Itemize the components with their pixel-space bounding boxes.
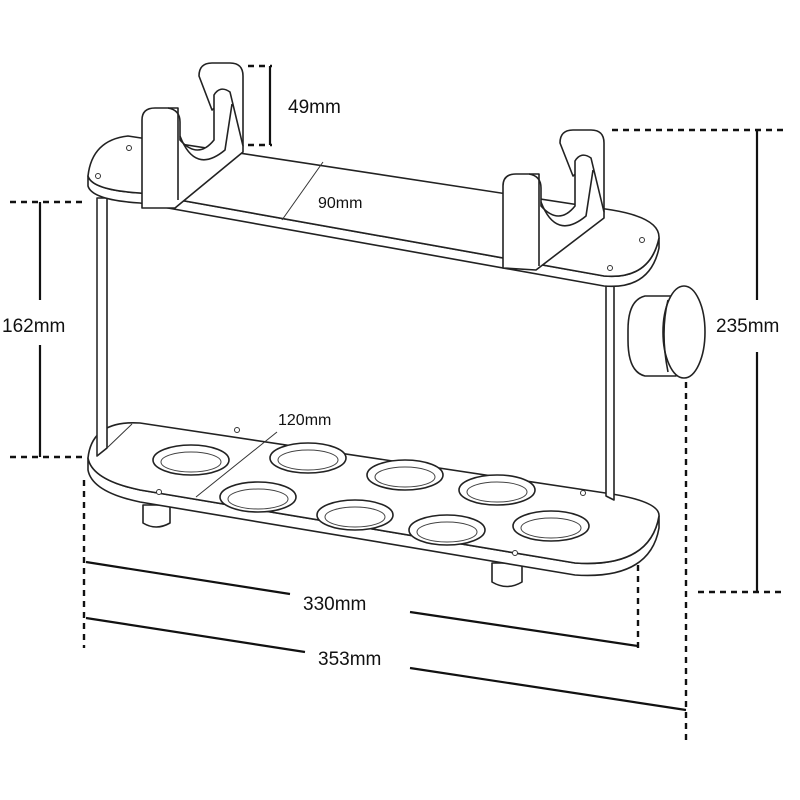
base-holes [152,442,590,546]
hole [269,442,347,474]
label-total-height: 235mm [716,316,779,337]
dim-total-width [85,616,687,712]
hole [152,444,230,476]
dim-total-height [612,128,786,594]
base-top-face [87,422,660,565]
top-screws [95,145,645,271]
knob-cap [662,285,706,379]
hole [408,514,486,546]
right-foot [491,562,523,588]
hole [316,499,394,531]
label-inner-width: 330mm [303,594,366,615]
base-depth-line [195,431,278,498]
hole [458,474,536,506]
label-top-depth: 90mm [318,195,362,212]
top-depth-line [281,161,324,221]
label-side-height: 162mm [2,316,65,337]
left-cradle [141,62,244,209]
dim-inner-width [85,560,639,648]
right-side-panel [605,282,615,501]
dim-side-height [10,200,84,459]
left-side-panel [96,197,108,457]
label-total-width: 353mm [318,649,381,670]
side-knob [627,285,706,379]
base-screws [156,427,586,556]
dim-cradle-height [248,64,272,147]
label-base-depth: 120mm [278,412,331,429]
hole [366,459,444,491]
left-foot [142,504,171,528]
hole [219,481,297,513]
width-extension-lines [82,382,688,745]
label-cradle-height: 49mm [288,97,341,118]
hole [512,510,590,542]
right-cradle [502,129,605,271]
